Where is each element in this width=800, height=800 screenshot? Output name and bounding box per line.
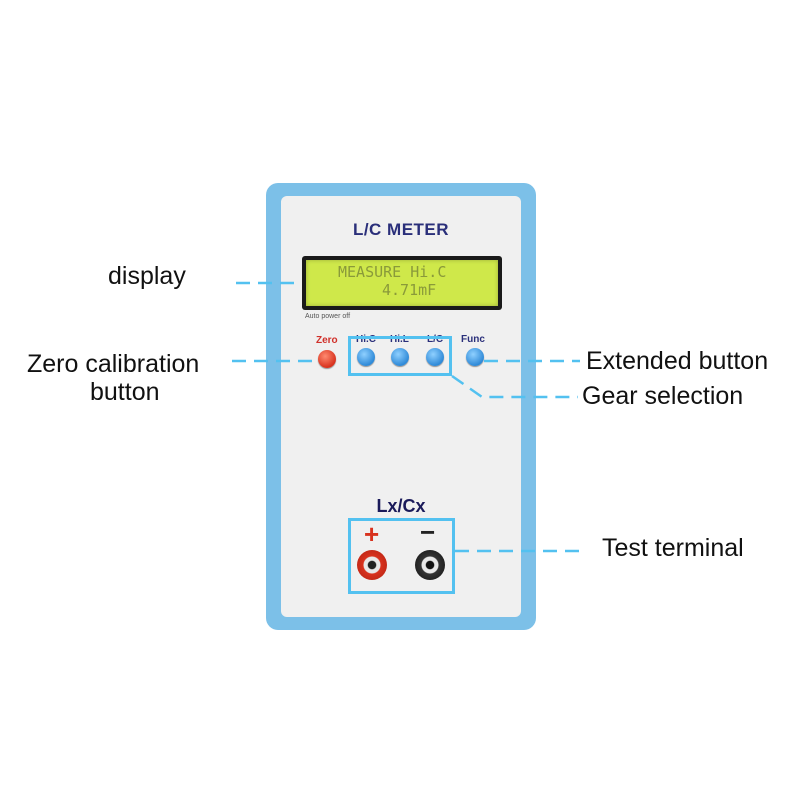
zero-button-label: Zero bbox=[316, 335, 338, 346]
terminal-label: Lx/Cx bbox=[376, 496, 426, 516]
positive-terminal[interactable] bbox=[357, 550, 387, 580]
negative-terminal[interactable] bbox=[415, 550, 445, 580]
test-terminal-callout: Test terminal bbox=[602, 534, 744, 562]
lcd-display bbox=[306, 260, 498, 306]
zero-button[interactable] bbox=[318, 350, 336, 368]
hic-button[interactable] bbox=[357, 348, 375, 366]
gear-selection-highlight bbox=[348, 336, 452, 376]
minus-sign: − bbox=[420, 517, 436, 547]
extended-button-callout: Extended button bbox=[586, 347, 769, 375]
auto-power-off-label: Auto power off bbox=[305, 313, 351, 320]
zero-calibration-callout-line1: Zero calibration bbox=[27, 350, 200, 378]
test-terminal-highlight bbox=[348, 518, 455, 594]
lc-button-label: L/C bbox=[427, 334, 444, 345]
func-button-label: Func bbox=[461, 334, 485, 345]
zero-calibration-callout-line2: button bbox=[90, 378, 160, 406]
lcd-line-2: 4.71mF bbox=[382, 281, 437, 299]
func-button[interactable] bbox=[466, 348, 484, 366]
lc-button[interactable] bbox=[426, 348, 444, 366]
gear-selection-callout: Gear selection bbox=[582, 382, 744, 410]
meter-title: L/C METER bbox=[352, 220, 450, 239]
hic-button-label: Hi.C bbox=[356, 334, 376, 345]
plus-sign: + bbox=[364, 519, 380, 549]
lcd-line-1: MEASURE Hi.C bbox=[338, 263, 447, 281]
hil-button[interactable] bbox=[391, 348, 409, 366]
hil-button-label: Hi.L bbox=[390, 334, 409, 345]
gear-leader bbox=[451, 374, 578, 399]
display-callout: display bbox=[108, 262, 186, 290]
